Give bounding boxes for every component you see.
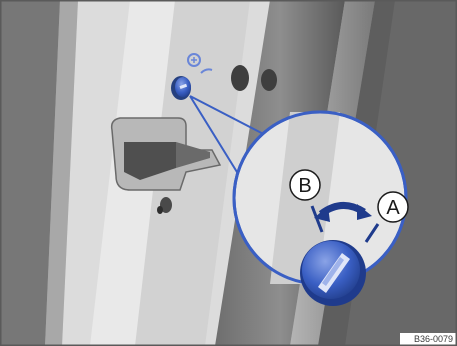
callout-b-text: B bbox=[298, 175, 311, 197]
callout-a-text: A bbox=[386, 197, 400, 219]
pillar-hole bbox=[157, 206, 163, 214]
callout-label-a: A bbox=[378, 192, 408, 222]
pillar-hole bbox=[231, 65, 249, 91]
door-lock-knob-large bbox=[300, 240, 366, 306]
callout-label-b: B bbox=[290, 170, 320, 200]
figure-code: B36-0079 bbox=[414, 334, 453, 344]
pillar-hole bbox=[261, 69, 277, 91]
door-lock-cylinder-icon bbox=[171, 76, 191, 100]
